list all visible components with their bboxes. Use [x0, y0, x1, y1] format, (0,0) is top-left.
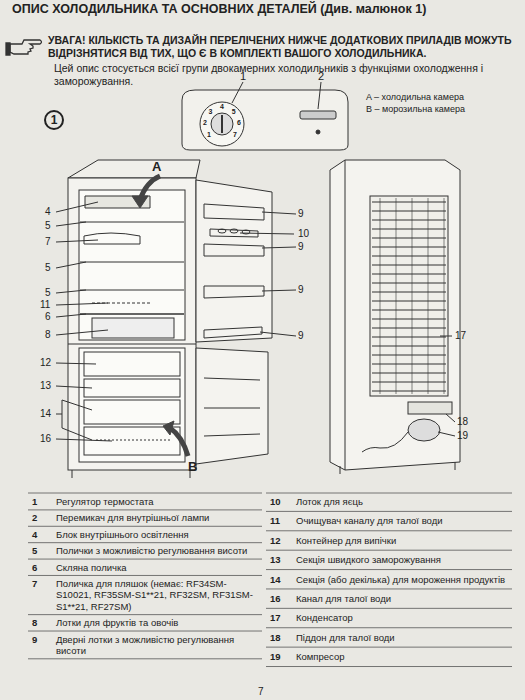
table-number: 19 — [270, 651, 281, 662]
callout-number: 17 — [455, 330, 466, 342]
callout-number: 14 — [40, 408, 51, 420]
table-rule — [266, 530, 512, 531]
table-number: 7 — [32, 578, 37, 589]
table-rule — [28, 542, 262, 543]
table-rule — [28, 509, 262, 510]
fridge-back — [330, 160, 460, 474]
dial-number: 1 — [207, 131, 211, 139]
table-number: 18 — [270, 632, 281, 643]
dial-number: 5 — [232, 107, 236, 115]
compartment-letter: A — [152, 159, 161, 175]
callout-number: 9 — [298, 284, 304, 296]
compartment-letter: B — [188, 459, 197, 475]
table-cell: Поличка для пляшок (немає: RF34SM-S10021… — [56, 578, 256, 612]
dial-number: 3 — [208, 107, 212, 115]
figure-number-text: 1 — [51, 113, 58, 127]
dial-number: 7 — [233, 131, 237, 139]
table-rule — [28, 526, 262, 527]
table-rule — [266, 588, 512, 589]
callout-number: 11 — [40, 299, 50, 311]
table-cell: Секція швидкого заморожування — [296, 554, 508, 565]
callout-number: 12 — [40, 357, 51, 369]
table-cell: Скляна поличка — [56, 562, 256, 573]
callout-number: 9 — [298, 330, 304, 342]
table-number: 12 — [270, 535, 281, 546]
table-number: 16 — [270, 593, 281, 604]
table-rule — [266, 608, 512, 609]
table-rule — [266, 493, 512, 494]
table-cell: Блок внутрішнього освітлення — [56, 529, 256, 540]
hand-icon — [6, 40, 42, 55]
table-cell: Канал для талої води — [296, 593, 508, 604]
table-rule — [28, 614, 262, 615]
table-cell: Полички з можливістю регулювання висоти — [56, 545, 256, 556]
callout-number: 5 — [45, 287, 51, 299]
table-cell: Регулятор термостата — [56, 496, 256, 507]
table-rule — [266, 666, 512, 667]
table-rule — [266, 550, 512, 551]
table-number: 17 — [270, 612, 281, 623]
callout-number: 5 — [45, 220, 51, 232]
table-number: 2 — [32, 512, 37, 523]
fridge-front — [68, 160, 272, 478]
dial-number: 2 — [203, 119, 207, 127]
condenser-coil — [372, 198, 446, 394]
table-rule — [28, 631, 262, 632]
page-number: 7 — [258, 686, 264, 698]
table-cell: Конденсатор — [296, 612, 508, 623]
callout-number: 7 — [45, 236, 51, 248]
table-number: 5 — [32, 545, 37, 556]
legend-text: A – холодильна камера — [366, 92, 518, 103]
callout-number: 13 — [40, 380, 51, 392]
callout-number: 9 — [298, 241, 304, 253]
dial-number: 6 — [237, 119, 241, 127]
dial-number: 4 — [220, 103, 224, 111]
table-rule — [28, 658, 262, 659]
table-number: 13 — [270, 554, 281, 565]
table-number: 11 — [270, 515, 280, 526]
table-number: 1 — [32, 496, 37, 507]
table-number: 8 — [32, 617, 37, 628]
table-number: 9 — [32, 634, 37, 645]
table-cell: Перемикач для внутрішньої лампи — [56, 512, 256, 523]
note-text: Цей опис стосується всієї групи двокамер… — [54, 62, 516, 87]
table-number: 14 — [270, 574, 281, 585]
callout-number: 18 — [457, 416, 468, 428]
table-cell: Лотки для фруктів та овочів — [56, 617, 256, 628]
table-rule — [266, 647, 512, 648]
callout-number: 6 — [45, 311, 51, 323]
table-cell: Піддон для талої води — [296, 632, 508, 643]
callout-number: 2 — [318, 70, 324, 83]
table-rule — [266, 569, 512, 570]
callout-number: 5 — [45, 262, 51, 274]
table-rule — [266, 627, 512, 628]
table-cell: Секція (або декілька) для мороження прод… — [296, 574, 508, 585]
callout-number: 1 — [240, 70, 246, 83]
callout-number: 4 — [45, 206, 51, 218]
figure-number: 1 — [44, 110, 64, 130]
table-cell: Контейнер для випічки — [296, 535, 508, 546]
page-title: ОПИС ХОЛОДИЛЬНИКА ТА ОСНОВНИХ ДЕТАЛЕЙ (Д… — [12, 2, 426, 17]
table-number: 4 — [32, 529, 37, 540]
table-cell: Лоток для яєць — [296, 496, 508, 507]
table-rule — [266, 511, 512, 512]
callout-number: 19 — [457, 430, 468, 442]
table-rule — [28, 493, 262, 494]
callout-number: 16 — [40, 433, 51, 445]
table-rule — [28, 559, 262, 560]
table-cell: Очищувач каналу для талої води — [296, 515, 508, 526]
callout-number: 10 — [298, 228, 309, 240]
table-rule — [28, 575, 262, 576]
table-number: 6 — [32, 562, 37, 573]
table-cell: Дверні лотки з можливістю регулювання ви… — [56, 634, 256, 657]
leader-lines — [56, 202, 296, 441]
table-number: 10 — [270, 496, 281, 507]
table-cell: Компресор — [296, 651, 508, 662]
callout-number: 9 — [298, 208, 304, 220]
callout-number: 8 — [45, 329, 51, 341]
warning-text: УВАГА! КІЛЬКІСТЬ ТА ДИЗАЙН ПЕРЕЛІЧЕНИХ Н… — [48, 34, 518, 59]
legend-text: B – морозильна камера — [366, 104, 518, 115]
control-panel — [182, 82, 348, 150]
